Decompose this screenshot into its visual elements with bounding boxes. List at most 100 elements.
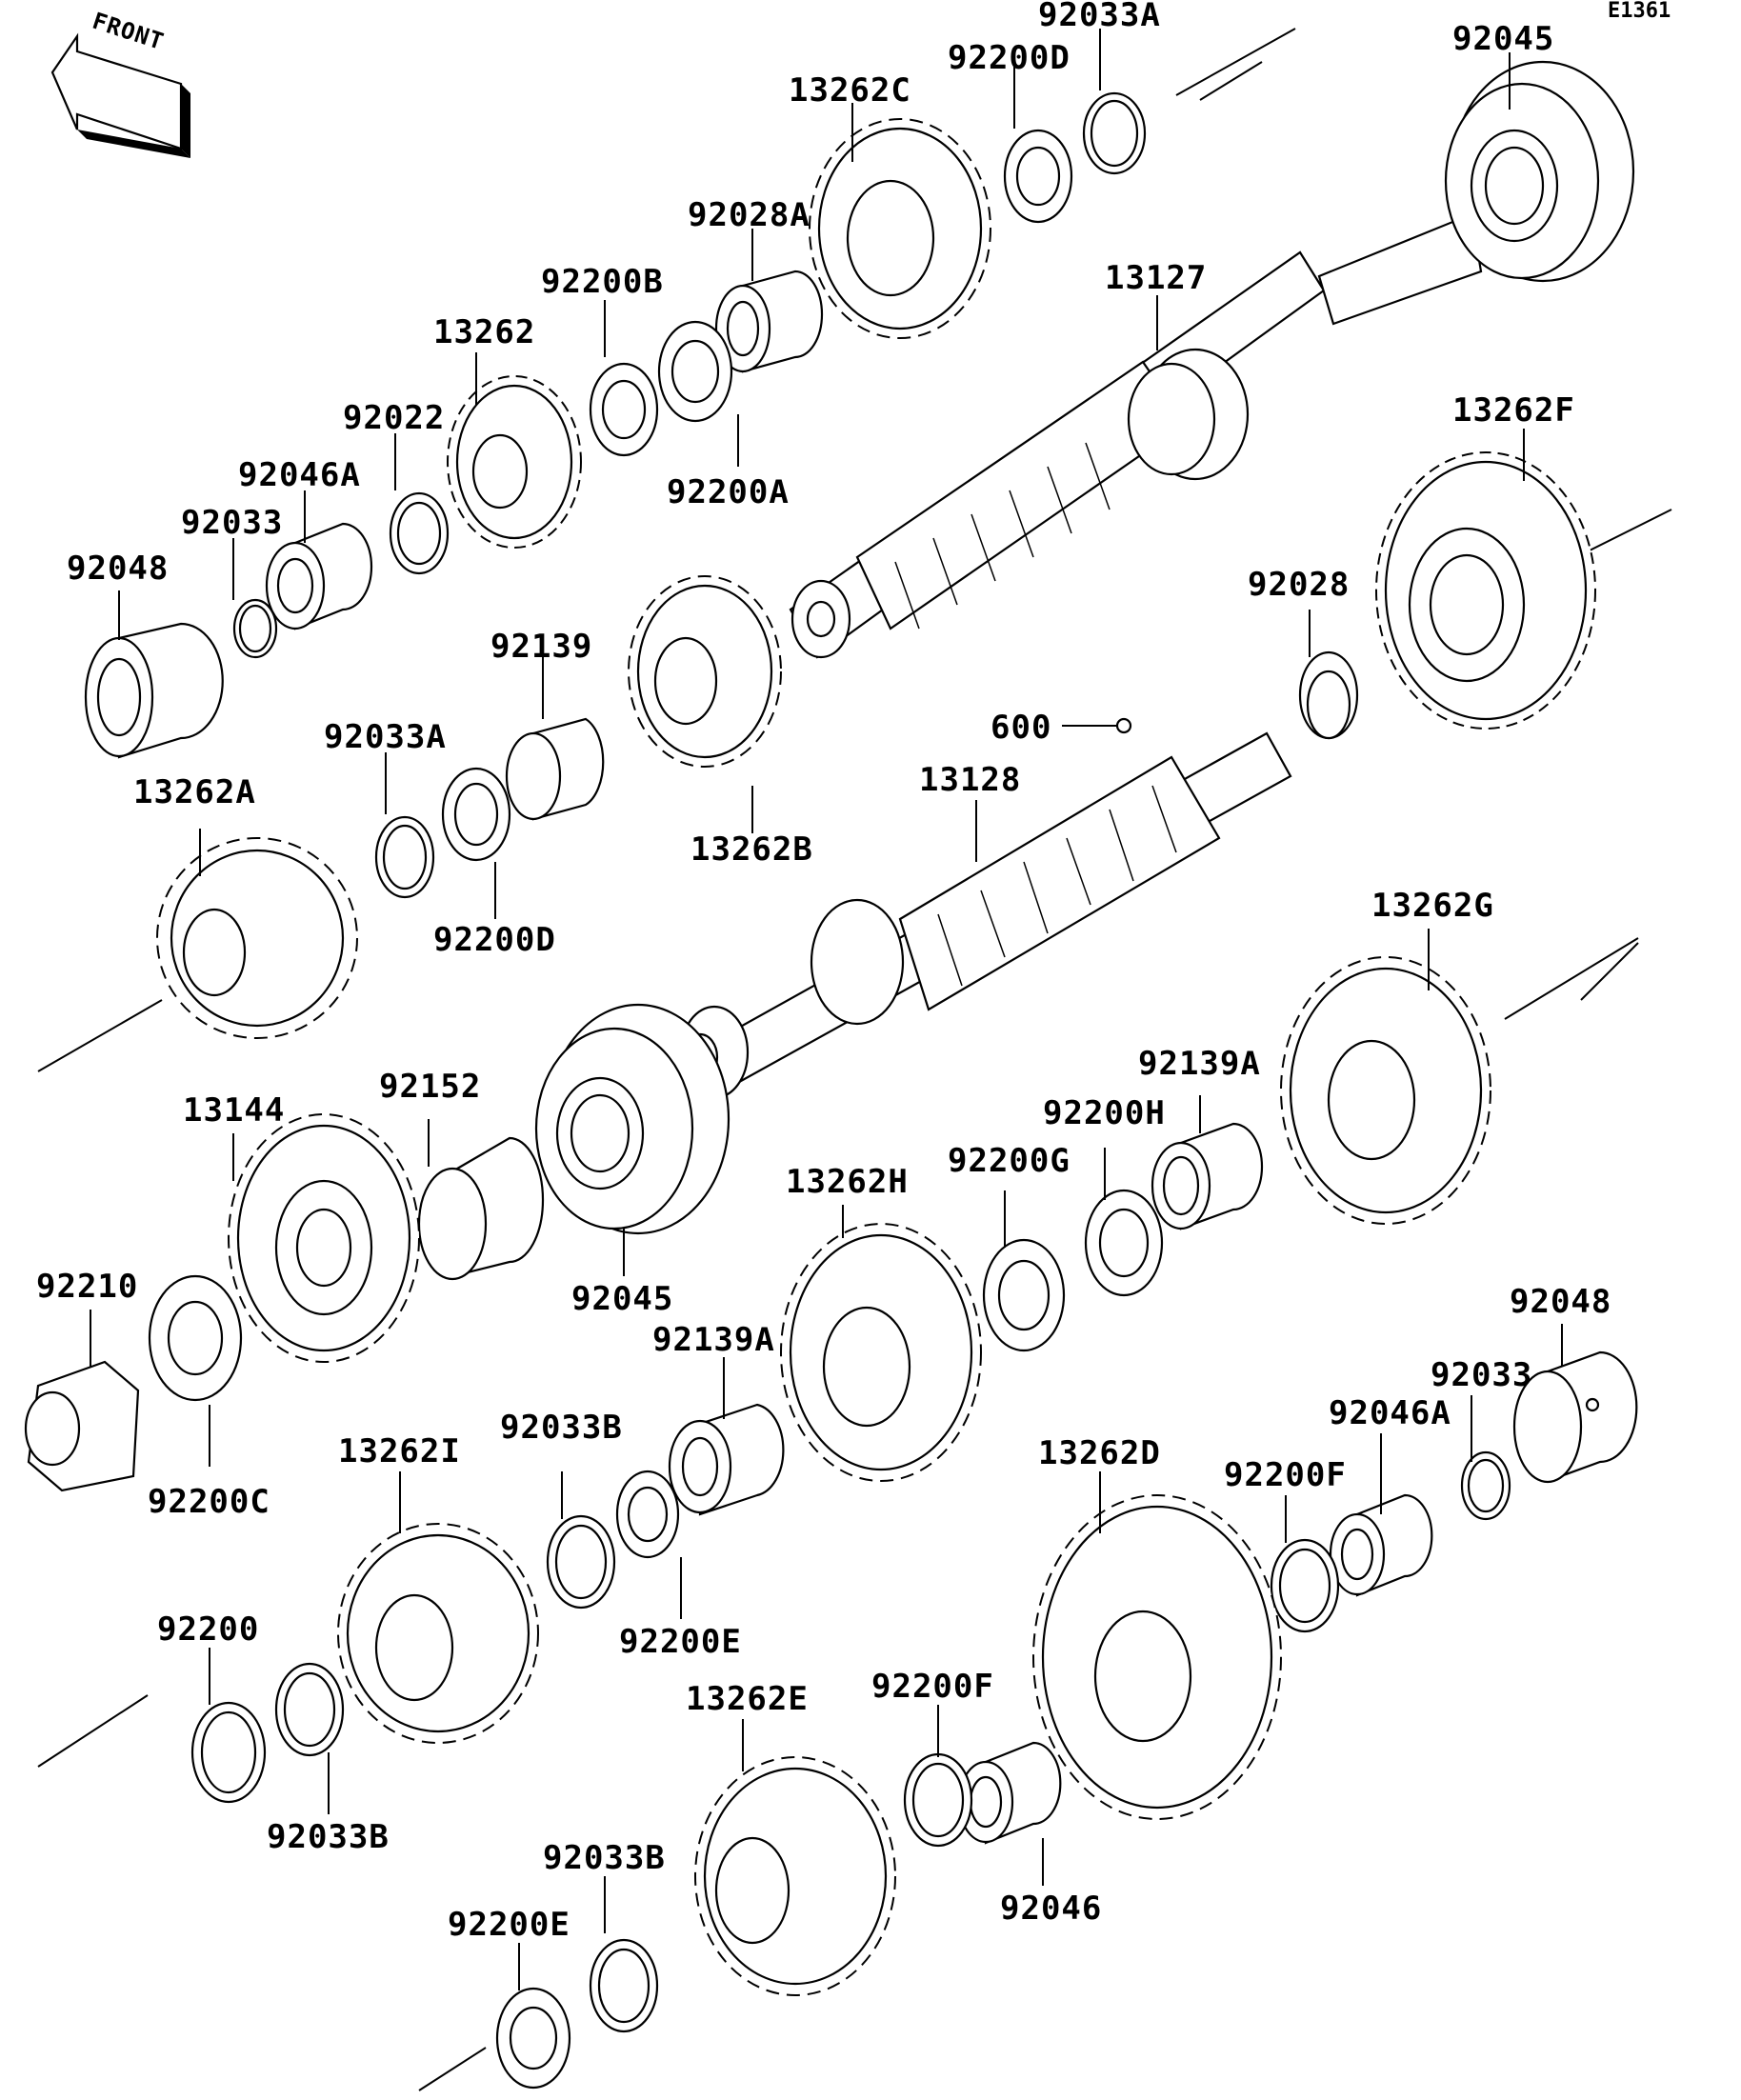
nut-92210 [24,1360,140,1492]
part-labels: 92033A 92045 92200D 13262C 92028A 92200B… [36,0,1611,1944]
gear-13262 [447,375,582,549]
gear-13262E [694,1756,896,1996]
label-92200G: 92200G [948,1142,1071,1180]
front-arrow-icon: FRONT [50,8,190,158]
needle-bearing-92046A-top [265,522,373,630]
label-92022: 92022 [343,399,445,437]
washer-92200B [589,362,659,457]
label-13127: 13127 [1105,259,1207,297]
label-13262C: 13262C [789,71,911,110]
washer-92200F-low [903,1752,973,1848]
needle-bearing-92028A [714,270,824,373]
label-92200B: 92200B [541,263,664,301]
label-13262F: 13262F [1452,391,1575,430]
label-92046A-right: 92046A [1329,1394,1451,1432]
gear-13262A [156,837,358,1039]
bearing-92045-top [1444,60,1635,283]
label-13262H: 13262H [786,1163,909,1201]
circlip-92033-top [232,598,278,659]
leader-lines [90,29,1563,1990]
needle-bearing-92046A-right [1329,1493,1433,1597]
label-92033-top: 92033 [181,504,283,542]
bushing-92028 [1298,650,1359,740]
circlip-92033A-mid [374,815,435,899]
label-92033B-mid: 92033B [500,1409,623,1447]
label-92200D-top: 92200D [948,39,1071,77]
label-92033B-low: 92033B [543,1839,666,1877]
needle-bearing-92046 [957,1741,1062,1845]
gear-13262B [628,575,782,768]
gear-13144 [228,1113,420,1363]
bushing-92048-right [1512,1350,1638,1484]
label-92200: 92200 [157,1610,259,1649]
label-92152: 92152 [379,1068,481,1106]
label-92139A-mid: 92139A [652,1321,775,1359]
label-92033-right: 92033 [1431,1356,1532,1394]
diagram-code: E1361 [1608,0,1671,23]
label-92200F-low: 92200F [871,1668,994,1706]
label-92033A-mid: 92033A [324,718,447,756]
washer-92200D-top [1003,129,1073,224]
gear-13262G [1280,956,1491,1225]
label-13262B: 13262B [690,830,813,869]
label-92046: 92046 [1000,1890,1102,1928]
label-92200F-right: 92200F [1224,1456,1347,1494]
circlip-92033B-low [589,1938,659,2033]
label-92046A-top: 92046A [238,456,361,494]
label-92139: 92139 [490,628,592,666]
shaft-13128 [679,731,1292,1102]
label-92200A: 92200A [667,473,790,511]
label-92210: 92210 [36,1268,138,1306]
label-92200E-mid: 92200E [619,1623,742,1661]
circlip-92033B-mid [546,1514,616,1610]
label-92028A: 92028A [688,196,810,234]
label-92033B-left: 92033B [267,1818,390,1856]
gear-13262C [809,118,991,339]
washer-92022 [389,491,450,575]
label-92048-right: 92048 [1510,1283,1611,1321]
label-92033A-top: 92033A [1038,0,1161,34]
washer-92200F-right [1270,1538,1340,1633]
washer-92200D-mid [441,767,511,862]
washer-92200E-mid [615,1470,680,1559]
label-13262G: 13262G [1371,887,1494,925]
label-92200C: 92200C [148,1483,270,1521]
needle-bearing-92139A-right [1151,1122,1264,1230]
label-92028: 92028 [1248,566,1350,604]
gear-13127 [1127,348,1250,481]
label-13262D: 13262D [1038,1434,1161,1472]
bearing-92045-mid [534,1003,730,1235]
label-92200E-low: 92200E [448,1906,570,1944]
label-92200H: 92200H [1043,1094,1166,1132]
gear-13262D [1032,1494,1282,1820]
collar-92152 [417,1136,545,1281]
label-13144: 13144 [183,1091,285,1130]
label-600: 600 [991,709,1051,747]
bushing-92048-top [84,622,224,759]
washer-92200C [148,1274,243,1402]
label-92048-top: 92048 [67,550,169,588]
label-13262A: 13262A [133,773,256,811]
part-600-dot [1115,717,1132,734]
label-92139A-right: 92139A [1138,1045,1261,1083]
washer-92200E-low [495,1987,571,2090]
label-92200D-mid: 92200D [433,921,556,959]
washer-92200G [982,1238,1066,1352]
circlip-92033A-top [1082,91,1147,175]
circlip-92033-right [1460,1450,1511,1521]
needle-bearing-92139A-mid [668,1403,785,1516]
label-13262E: 13262E [686,1680,809,1718]
label-13128: 13128 [919,761,1021,799]
washer-92200H [1084,1189,1164,1297]
gear-13262I [337,1523,539,1744]
washer-92200 [190,1701,267,1804]
label-92045-top: 92045 [1452,20,1554,58]
label-13262: 13262 [433,313,535,351]
bushing-92139 [505,717,605,821]
circlip-92033B-left [274,1662,345,1757]
front-label: FRONT [90,8,168,56]
label-92045-mid: 92045 [571,1280,673,1318]
gear-13262F [1375,451,1596,730]
washer-92200A [657,320,733,423]
